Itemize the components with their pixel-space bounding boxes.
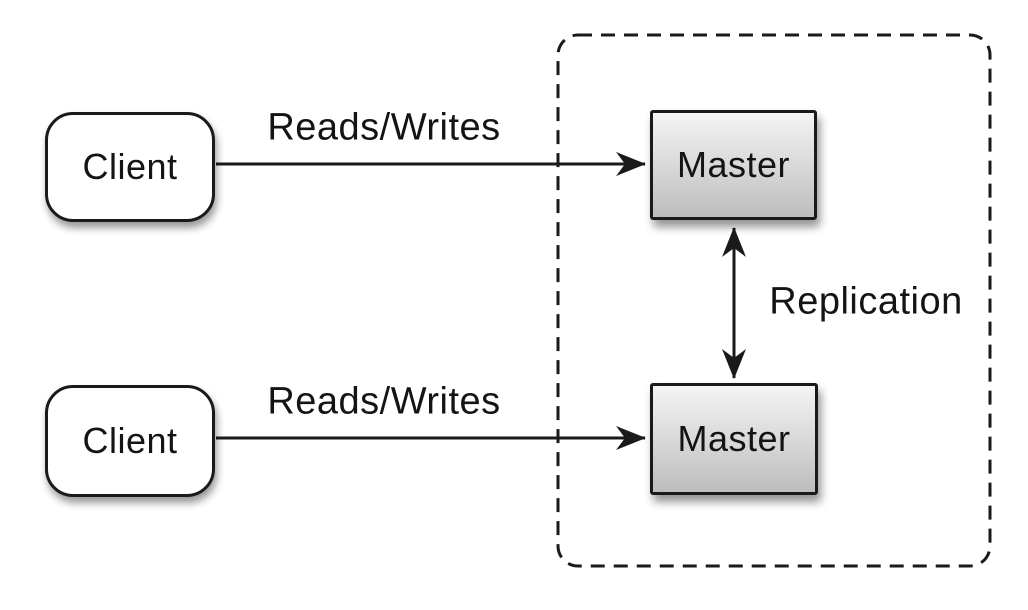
edge-label-reads-writes-top: Reads/Writes [267,106,501,149]
node-master-bottom: Master [650,383,818,495]
node-client-top-label: Client [82,146,178,187]
node-master-top-label: Master [676,144,791,185]
node-client-bottom: Client [45,385,215,497]
edge-label-replication: Replication [769,280,963,323]
node-client-bottom-label: Client [82,420,178,461]
node-master-top: Master [650,110,817,220]
node-client-top: Client [45,112,215,222]
node-master-bottom-label: Master [677,418,791,459]
edge-label-reads-writes-bottom: Reads/Writes [267,380,501,423]
replication-group-boundary [556,33,992,568]
